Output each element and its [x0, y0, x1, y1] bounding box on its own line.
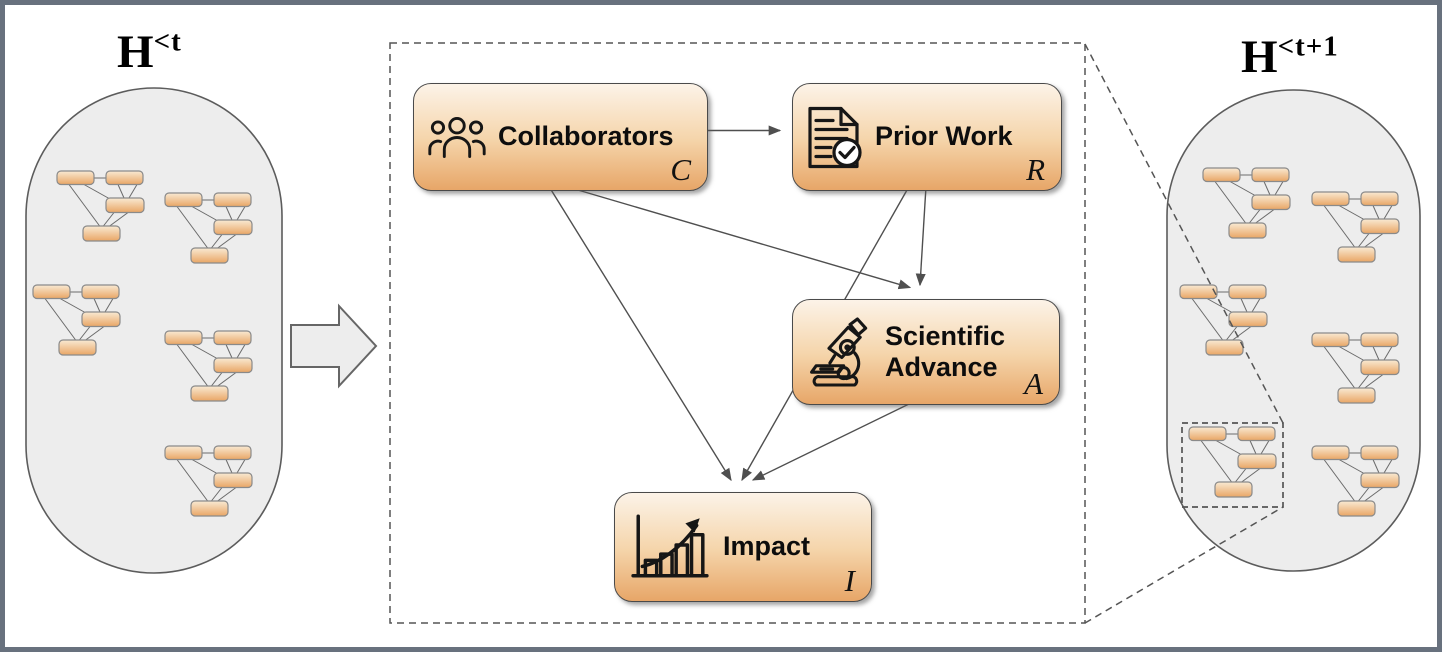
- zoom-line-bottom: [1084, 506, 1284, 624]
- label-superscript: <t: [153, 25, 182, 58]
- node-label: Scientific Advance: [885, 320, 1006, 382]
- left-hypergraph-label: H<t: [117, 25, 182, 79]
- microscope-icon: [810, 317, 868, 387]
- diagram-canvas: [25, 42, 1421, 624]
- right-hypergraph-capsule: [1166, 89, 1421, 572]
- magnification-dashed-lines: [389, 42, 1284, 624]
- people-group-icon: [428, 116, 486, 158]
- node-letter: R: [1026, 152, 1045, 187]
- node-box-impact: Impact I: [614, 492, 872, 602]
- edge-C-A: [565, 185, 912, 290]
- node-box-prior-work: Prior Work R: [792, 83, 1062, 191]
- transition-block-arrow: [290, 303, 378, 389]
- edge-A-I: [751, 402, 912, 481]
- node-label: Impact: [723, 531, 811, 562]
- label-base: H: [1241, 31, 1278, 83]
- node-label: Collaborators: [498, 121, 674, 152]
- bar-chart-growth-icon: [631, 514, 709, 578]
- process-dashed-box: [389, 42, 1086, 624]
- new-motif-dashed-box: [1181, 422, 1284, 508]
- node-label: Prior Work: [875, 121, 1013, 152]
- label-base: H: [117, 26, 154, 78]
- document-check-icon: [808, 106, 862, 168]
- node-box-collaborators: Collaborators C: [413, 83, 708, 191]
- left-hypergraph-capsule: [25, 87, 283, 574]
- label-superscript: <t+1: [1277, 30, 1339, 63]
- node-letter: I: [844, 563, 855, 598]
- node-letter: A: [1024, 366, 1043, 401]
- node-box-scientific-advance: Scientific Advance A: [792, 299, 1060, 405]
- right-hypergraph-label: H<t+1: [1241, 30, 1339, 84]
- edge-R-A: [915, 186, 927, 287]
- edge-C-I: [548, 186, 732, 482]
- node-letter: C: [670, 152, 691, 187]
